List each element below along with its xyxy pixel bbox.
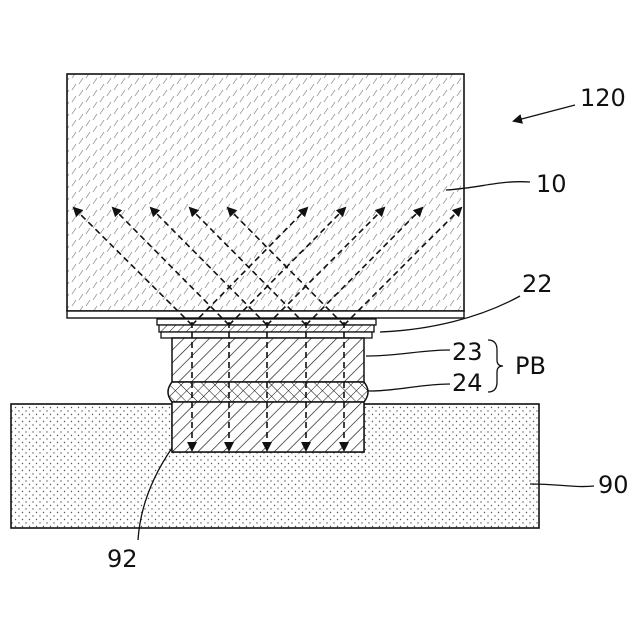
label-90: 90 — [598, 471, 629, 499]
label-92: 92 — [107, 545, 138, 573]
label-23: 23 — [452, 338, 483, 366]
label-22: 22 — [522, 270, 553, 298]
pillar-lower — [172, 402, 364, 452]
solder-24 — [168, 382, 368, 402]
label-120: 120 — [580, 84, 626, 112]
pillar-23 — [172, 338, 364, 382]
label-pb: PB — [515, 352, 546, 380]
chip-bottom-film — [67, 311, 464, 318]
chip-10 — [67, 74, 464, 311]
label-10: 10 — [536, 170, 567, 198]
label-24: 24 — [452, 369, 483, 397]
